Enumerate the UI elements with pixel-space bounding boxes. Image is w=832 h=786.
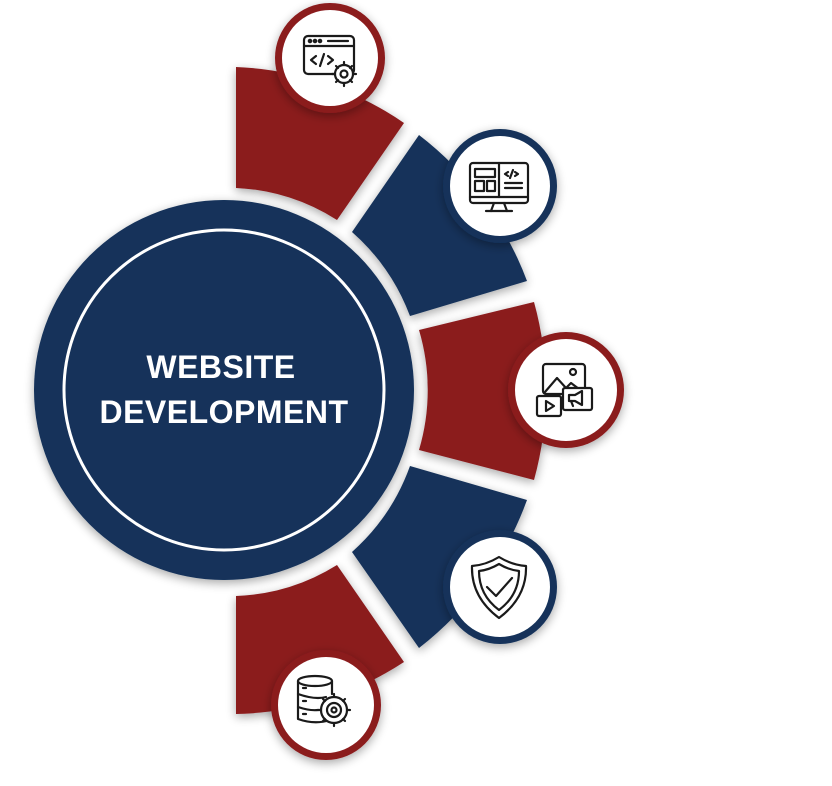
database-gear-icon [296,674,352,728]
segment-group [236,67,547,714]
center-title-line-1: WEBSITE [146,349,295,385]
media-content-icon [535,362,594,418]
icon-node-4 [443,530,557,644]
center-title-line-2: DEVELOPMENT [99,394,348,430]
segment-1-top [236,67,404,220]
web-code-settings-icon [302,34,358,88]
center-inner-ring [62,228,386,552]
monitor-layout-code-icon [468,161,530,213]
center-hub [34,200,414,580]
segment-3-middle [419,302,547,480]
segment-2 [352,135,527,316]
segment-4 [352,466,527,648]
shield-check-icon [470,555,528,620]
